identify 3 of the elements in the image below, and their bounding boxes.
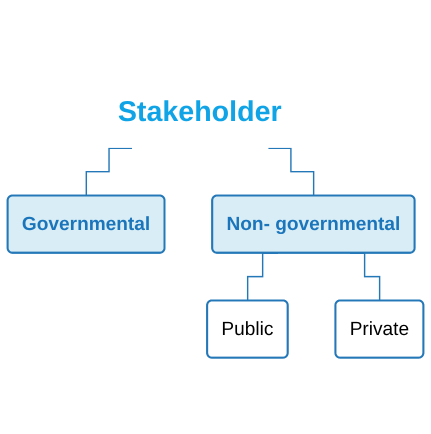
connector: [268, 148, 315, 197]
connector: [86, 148, 132, 197]
node-text: Stakeholder: [118, 96, 282, 128]
